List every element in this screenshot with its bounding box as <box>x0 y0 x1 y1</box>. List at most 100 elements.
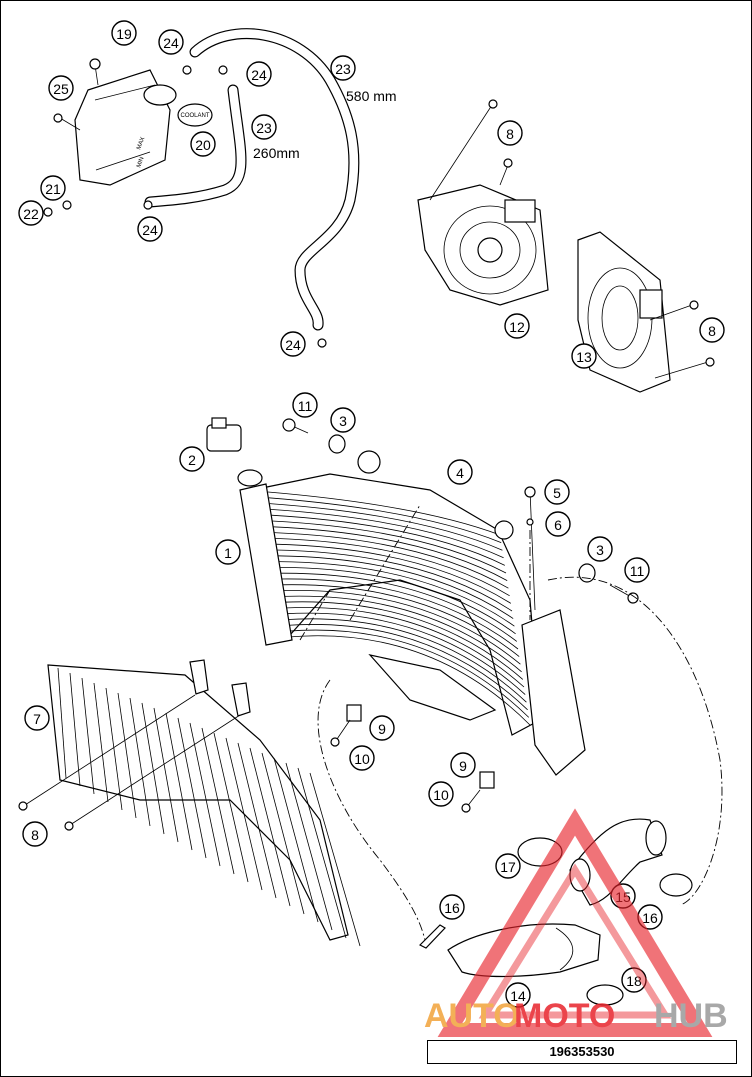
guard-louvre <box>117 692 137 819</box>
guard-louvre <box>237 742 277 899</box>
callout-number: 10 <box>354 751 370 767</box>
radiator-fin <box>277 561 515 627</box>
watermark-hub: HUB <box>654 997 728 1035</box>
radiator-cap <box>206 417 242 452</box>
radiator-fin <box>272 526 508 581</box>
callout-16: 16 <box>439 894 465 920</box>
callout-3: 3 <box>587 536 613 562</box>
guard-louvre <box>273 757 319 923</box>
radiator-fin <box>274 538 510 597</box>
radiator-fin <box>273 532 509 589</box>
radiator-fin <box>279 572 518 642</box>
radiator-fin <box>283 607 525 688</box>
callout-number: 1 <box>224 545 232 561</box>
callout-number: 24 <box>142 222 158 238</box>
radiator-fin <box>286 624 528 711</box>
callout-number: 24 <box>285 337 301 353</box>
callout-24: 24 <box>158 29 184 55</box>
callout-24: 24 <box>280 331 306 357</box>
radiator-fin <box>285 618 527 703</box>
callout-21: 21 <box>40 175 66 201</box>
callout-number: 24 <box>163 35 179 51</box>
expansion-tank: COOLANT MAX MIN <box>74 69 213 186</box>
callout-number: 13 <box>576 349 592 365</box>
callout-number: 8 <box>31 827 39 843</box>
callout-number: 16 <box>642 910 658 926</box>
callout-number: 19 <box>116 26 132 42</box>
callout-8: 8 <box>497 120 523 146</box>
guard-louvre <box>177 717 207 859</box>
upper-hose-15 <box>569 818 667 906</box>
radiator-fin <box>271 514 505 566</box>
callout-17: 17 <box>495 853 521 879</box>
callout-10: 10 <box>428 781 454 807</box>
radiator-fin <box>269 503 503 551</box>
callout-6: 6 <box>545 511 571 537</box>
radiator-fin <box>276 555 514 619</box>
radiator-fin <box>284 612 526 695</box>
fan-12 <box>417 184 549 306</box>
callout-number: 11 <box>298 398 313 414</box>
callout-number: 18 <box>626 973 642 989</box>
guard-louvre <box>285 762 333 931</box>
callout-9: 9 <box>369 715 395 741</box>
long-hose-length: 580 mm <box>346 88 397 104</box>
callout-number: 11 <box>630 563 645 579</box>
callout-number: 17 <box>500 859 516 875</box>
callout-9: 9 <box>450 752 476 778</box>
callout-number: 22 <box>23 206 39 222</box>
guard-louvre <box>309 772 361 947</box>
callout-number: 16 <box>444 900 460 916</box>
overflow-hose-short <box>144 84 247 208</box>
radiator-fin <box>283 601 524 680</box>
guard-louvre <box>225 737 263 891</box>
radiator-fin <box>275 549 513 612</box>
lower-shroud <box>368 654 497 721</box>
filler-neck <box>237 469 263 487</box>
callout-number: 14 <box>510 988 526 1004</box>
guard-louvre <box>69 672 81 787</box>
callout-1: 1 <box>215 539 241 565</box>
callout-11: 11 <box>292 392 318 418</box>
callout-number: 25 <box>53 81 69 97</box>
radiator-fin <box>287 635 531 726</box>
callout-number: 12 <box>509 319 525 335</box>
hose-clamp-16 <box>659 873 693 897</box>
radiator-fin <box>267 491 501 536</box>
callout-2: 2 <box>179 446 205 472</box>
rubber-mount-9-left <box>346 704 362 722</box>
callout-11: 11 <box>624 557 650 583</box>
guard-louvre <box>297 767 347 939</box>
guard-louvre <box>57 667 67 779</box>
callout-number: 10 <box>433 787 449 803</box>
guard-louvre <box>189 722 221 867</box>
callout-23: 23 <box>330 55 356 81</box>
callout-number: 9 <box>459 758 467 774</box>
sleeve-16 <box>418 924 446 949</box>
watermark-logo: AUTO MOTO HUB <box>424 808 728 1037</box>
guard-louvre <box>201 727 235 875</box>
leader-lines <box>299 504 723 941</box>
radiator-fin <box>280 584 520 657</box>
callout-number: 7 <box>33 711 41 727</box>
callout-7: 7 <box>24 705 50 731</box>
svg-text:MIN: MIN <box>136 156 145 168</box>
callout-19: 19 <box>111 20 137 46</box>
svg-text:COOLANT: COOLANT <box>180 113 209 119</box>
callout-24: 24 <box>137 216 163 242</box>
callout-number: 4 <box>456 465 464 481</box>
svg-text:MAX: MAX <box>136 136 146 150</box>
callout-number: 8 <box>708 323 716 339</box>
radiator-fin <box>282 595 522 673</box>
callout-number: 5 <box>553 485 561 501</box>
callout-10: 10 <box>349 745 375 771</box>
callout-number: 20 <box>195 137 211 153</box>
rubber-mount-9-right <box>479 771 495 789</box>
radiator-fin <box>287 629 530 718</box>
callout-number: 8 <box>506 126 514 142</box>
guard-louvre <box>165 712 193 851</box>
callout-4: 4 <box>447 459 473 485</box>
callout-number: 23 <box>256 120 272 136</box>
radiator-fin <box>281 590 521 665</box>
callout-number: 2 <box>188 452 196 468</box>
